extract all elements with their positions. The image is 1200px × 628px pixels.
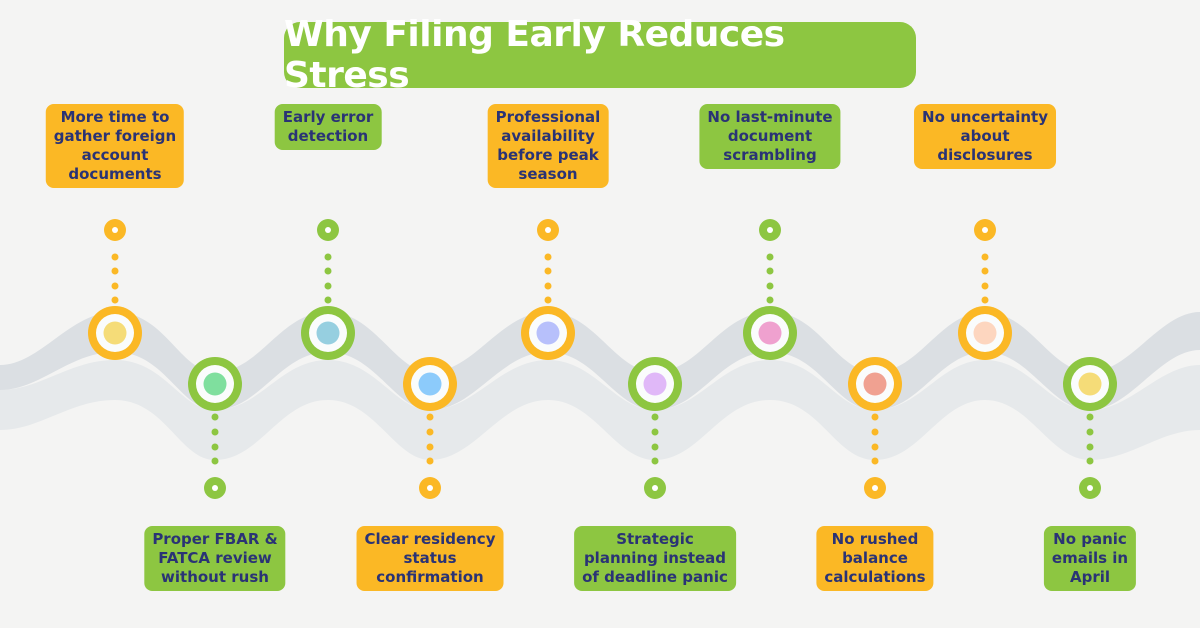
connector-dot (651, 428, 659, 436)
milestone-inner-dot (643, 372, 667, 396)
connector-dot (324, 296, 332, 304)
connector-dot (426, 413, 434, 421)
milestone-inner-dot (1078, 372, 1102, 396)
connector-dot (651, 413, 659, 421)
connector-dot (1086, 457, 1094, 465)
milestone-node (188, 357, 242, 499)
connector-dot (766, 253, 774, 261)
milestone-inner-dot (103, 321, 127, 345)
wave-band-light (0, 360, 1200, 460)
milestone-label: Professional availability before peak se… (487, 104, 609, 188)
milestone-inner-dot (863, 372, 887, 396)
milestone-label: Clear residency status confirmation (356, 526, 504, 591)
connector-dot (871, 457, 879, 465)
milestone-inner-dot (536, 321, 560, 345)
milestone-node (403, 357, 457, 499)
milestone-inner-dot (973, 321, 997, 345)
connector-dot (1086, 428, 1094, 436)
milestone-label: Strategic planning instead of deadline p… (574, 526, 736, 591)
milestone-inner-dot (316, 321, 340, 345)
milestone-label: No last-minute document scrambling (699, 104, 841, 169)
connector-dot (211, 428, 219, 436)
milestone-inner-dot (203, 372, 227, 396)
milestone-node (958, 219, 1012, 360)
milestone-node (848, 357, 902, 499)
milestone-label: No rushed balance calculations (816, 526, 934, 591)
connector-dot (544, 253, 552, 261)
connector-dot (651, 443, 659, 451)
milestone-node (628, 357, 682, 499)
connector-dot (426, 428, 434, 436)
connector-dot (1086, 443, 1094, 451)
connector-dot (1086, 413, 1094, 421)
connector-dot (324, 282, 332, 290)
connector-dot (651, 457, 659, 465)
milestone-label: More time to gather foreign account docu… (45, 104, 185, 188)
milestone-label: No uncertainty about disclosures (914, 104, 1056, 169)
milestone-node (521, 219, 575, 360)
connector-dot (324, 253, 332, 261)
milestone-node (301, 219, 355, 360)
connector-dot (981, 267, 989, 275)
connector-dot (981, 253, 989, 261)
connector-dot (111, 282, 119, 290)
milestone-label: No panic emails in April (1043, 526, 1137, 591)
connector-dot (426, 457, 434, 465)
milestone-node (88, 219, 142, 360)
connector-dot (766, 296, 774, 304)
connector-dot (111, 253, 119, 261)
connector-dot (111, 267, 119, 275)
connector-dot (544, 267, 552, 275)
connector-dot (324, 267, 332, 275)
milestone-inner-dot (758, 321, 782, 345)
connector-dot (981, 296, 989, 304)
connector-dot (766, 267, 774, 275)
connector-dot (211, 457, 219, 465)
connector-dot (766, 282, 774, 290)
connector-dot (211, 443, 219, 451)
connector-dot (426, 443, 434, 451)
milestone-node (743, 219, 797, 360)
connector-dot (871, 428, 879, 436)
connector-dot (981, 282, 989, 290)
connector-dot (871, 443, 879, 451)
connector-dot (544, 296, 552, 304)
milestone-inner-dot (418, 372, 442, 396)
connector-dot (111, 296, 119, 304)
connector-dot (211, 413, 219, 421)
milestone-node (1063, 357, 1117, 499)
connector-dot (544, 282, 552, 290)
milestone-label: Proper FBAR & FATCA review without rush (144, 526, 286, 591)
connector-dot (871, 413, 879, 421)
milestone-label: Early error detection (274, 104, 382, 150)
